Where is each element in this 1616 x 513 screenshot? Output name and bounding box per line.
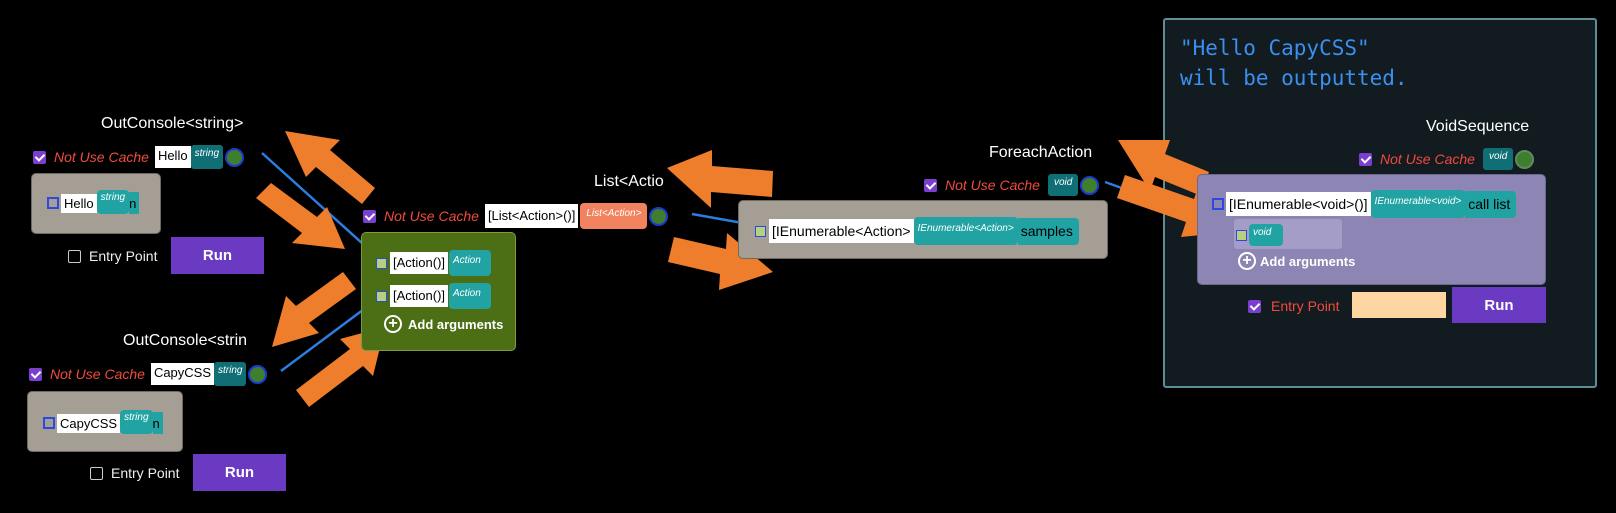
arg-type-pill: void — [1249, 224, 1283, 246]
arg-value-field[interactable]: [Action()] — [390, 285, 449, 307]
foreach-action-header: Not Use Cache void — [924, 174, 1100, 196]
orange-arrow — [668, 233, 773, 290]
void-sequence-header: Not Use Cache void — [1359, 148, 1535, 170]
out-console-1-header: Not Use Cache Hello string — [33, 145, 245, 169]
arg-value-field[interactable]: CapyCSS — [57, 413, 121, 433]
value-field[interactable]: Hello — [154, 146, 191, 168]
run-button[interactable]: Run — [1452, 287, 1546, 323]
arg-name: samples — [1017, 217, 1079, 245]
entry-point-row: Entry Point — [1248, 298, 1339, 314]
not-use-cache-checkbox[interactable] — [1359, 152, 1372, 166]
not-use-cache-label: Not Use Cache — [945, 177, 1040, 193]
not-use-cache-label: Not Use Cache — [384, 208, 479, 224]
arg-name: n — [152, 412, 163, 434]
arg-row: [IEnumerable<Action> IEnumerable<Action>… — [755, 217, 1079, 245]
add-arguments-label[interactable]: Add arguments — [1260, 253, 1356, 269]
type-chip: void — [1047, 174, 1079, 196]
arg-row: Hello string n — [47, 189, 140, 214]
note-text-line1: "Hello CapyCSS" — [1180, 36, 1370, 60]
arg-value-field[interactable]: [IEnumerable<Action> — [769, 219, 914, 243]
orange-arrow — [285, 131, 375, 204]
arg-connector[interactable] — [43, 417, 55, 429]
output-port[interactable] — [225, 147, 245, 167]
arg-connector[interactable] — [755, 225, 766, 237]
output-port[interactable] — [649, 206, 669, 226]
entry-point-label: Entry Point — [1271, 298, 1340, 314]
arg-name: call list — [1465, 190, 1517, 218]
arg-type-pill: Action — [449, 283, 492, 309]
orange-arrow — [667, 150, 773, 208]
not-use-cache-checkbox[interactable] — [363, 209, 376, 223]
arg-type-pill: IEnumerable<void> — [1370, 190, 1466, 218]
plus-circle-icon[interactable]: + — [1238, 252, 1256, 270]
entry-point-label: Entry Point — [89, 248, 158, 264]
arg-row: CapyCSS string n — [43, 409, 163, 434]
out-console-2-title: OutConsole<strin — [123, 332, 248, 349]
arg-value-field[interactable]: [IEnumerable<void>()] — [1226, 192, 1371, 216]
output-port[interactable] — [1080, 175, 1100, 195]
plus-circle-icon[interactable]: + — [384, 315, 402, 333]
arg-connector[interactable] — [376, 290, 387, 302]
not-use-cache-label: Not Use Cache — [50, 366, 145, 382]
not-use-cache-checkbox[interactable] — [33, 150, 46, 164]
type-chip: string — [214, 362, 247, 386]
run-button[interactable]: Run — [171, 237, 264, 274]
not-use-cache-label: Not Use Cache — [54, 149, 149, 165]
arg-value-field[interactable]: [Action()] — [390, 252, 449, 274]
value-field[interactable]: [List<Action>()] — [484, 204, 579, 228]
foreach-action-title: ForeachAction — [989, 144, 1093, 161]
output-port[interactable] — [1515, 149, 1535, 169]
arg-type-pill: Action — [449, 250, 492, 276]
not-use-cache-label: Not Use Cache — [1380, 151, 1475, 167]
add-arguments-label[interactable]: Add arguments — [408, 316, 504, 332]
arg-row: [IEnumerable<void>()] IEnumerable<void> … — [1212, 190, 1517, 218]
orange-arrow — [1118, 140, 1209, 195]
add-arguments-row[interactable]: + Add arguments — [1238, 252, 1355, 270]
arg-value-field[interactable]: Hello — [61, 193, 97, 213]
note-text-line2: will be outputted. — [1180, 66, 1408, 90]
list-action-header: Not Use Cache [List<Action>()] List<Acti… — [363, 203, 669, 229]
not-use-cache-checkbox[interactable] — [29, 367, 42, 381]
sub-arg-row: void — [1236, 224, 1283, 246]
not-use-cache-checkbox[interactable] — [924, 178, 937, 192]
arg-connector[interactable] — [376, 257, 387, 269]
arg-row: [Action()] Action — [376, 250, 492, 276]
run-button[interactable]: Run — [193, 454, 286, 491]
output-port[interactable] — [248, 364, 268, 384]
arg-connector[interactable] — [1236, 229, 1247, 241]
value-field[interactable]: CapyCSS — [150, 363, 215, 385]
type-chip: string — [190, 145, 224, 169]
arg-row: [Action()] Action — [376, 283, 492, 309]
entry-point-checkbox[interactable] — [68, 249, 81, 263]
entry-point-checkbox[interactable] — [1248, 299, 1261, 313]
arg-name: n — [129, 192, 140, 214]
out-console-1-title: OutConsole<string> — [101, 115, 244, 132]
arg-type-pill: IEnumerable<Action> — [913, 217, 1018, 245]
arg-connector[interactable] — [47, 197, 59, 209]
type-chip: void — [1482, 148, 1514, 170]
out-console-2-header: Not Use Cache CapyCSS string — [29, 362, 268, 386]
entry-point-row: Entry Point — [68, 248, 157, 264]
list-action-title: List<Actio — [594, 173, 664, 190]
arg-type-pill: string — [120, 409, 153, 434]
entry-point-label: Entry Point — [111, 465, 180, 481]
type-chip: List<Action> — [580, 203, 648, 229]
void-sequence-title: VoidSequence — [1426, 118, 1530, 135]
orange-arrow — [256, 183, 345, 249]
arg-connector[interactable] — [1212, 198, 1224, 210]
entry-point-row: Entry Point — [90, 465, 179, 481]
add-arguments-row[interactable]: + Add arguments — [384, 315, 503, 333]
orange-arrow — [272, 272, 356, 347]
entry-point-checkbox[interactable] — [90, 466, 103, 480]
arg-type-pill: string — [96, 189, 130, 214]
entry-point-input[interactable] — [1352, 292, 1446, 318]
